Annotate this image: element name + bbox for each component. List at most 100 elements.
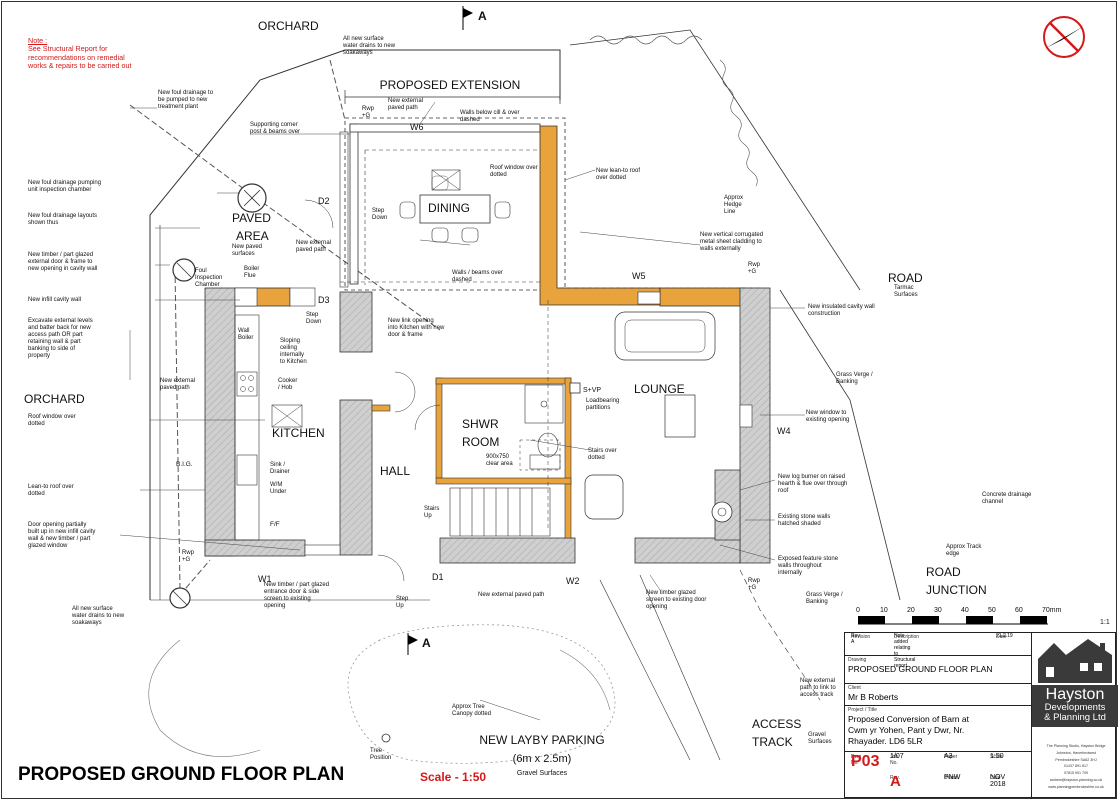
tag-d3: D3 — [318, 295, 330, 305]
tag-rwp: Rwp +G — [182, 550, 195, 563]
annotation: Door opening partially built up in new i… — [28, 522, 96, 549]
drawing-row: Drawing PROPOSED GROUND FLOOR PLAN — [845, 655, 1031, 680]
job-no: 1/07 — [890, 753, 904, 760]
annotation: All new surface water drains to new soak… — [72, 606, 125, 626]
date-value: NOV 2018 — [990, 774, 1006, 788]
hedge-line — [569, 29, 861, 291]
label-approx-tree: Approx Tree Canopy dotted — [452, 704, 492, 717]
scale-tick: 50 — [988, 607, 996, 614]
scale-bar — [858, 616, 1048, 625]
label-orchard-top: ORCHARD — [258, 19, 319, 33]
label-road: ROAD — [888, 271, 923, 285]
company-sub: Developments & Planning Ltd — [1032, 703, 1118, 727]
annotation: New link opening into Kitchen with new d… — [388, 318, 445, 338]
tag-w6: W6 — [410, 122, 424, 132]
annotation: Concrete drainage channel — [982, 492, 1032, 505]
tag-d1: D1 — [432, 572, 444, 582]
annotation: New lean-to roof over dotted — [596, 168, 641, 181]
company-logo: Hayston Developments & Planning Ltd The … — [1031, 633, 1118, 799]
annotation: All new surface water drains to new soak… — [343, 36, 396, 56]
tag-step-down: Step Down — [306, 312, 322, 325]
tag-w1: W1 — [258, 574, 272, 584]
annotation: New log burner on raised hearth & flue o… — [778, 474, 848, 494]
scale-tick: 20 — [907, 607, 915, 614]
annotation: New infill cavity wall — [28, 297, 82, 303]
annotation: New external paved path — [478, 592, 545, 598]
tag-clear-area: 900x750 clear area — [486, 454, 513, 467]
existing-stone-wall-left — [204, 287, 236, 557]
annotation: Sloping ceiling internally to Kitchen — [280, 338, 307, 365]
label-access-2: TRACK — [752, 735, 793, 749]
dwg-no: P03 — [851, 753, 880, 770]
scale-label-tb: Scale — [990, 754, 1003, 760]
label-paved-1: PAVED — [232, 211, 271, 225]
structural-note: Note : See Structural Report for recomme… — [28, 36, 174, 79]
annotation: New vertical corrugated metal sheet clad… — [700, 232, 764, 252]
annotation: Supporting corner post & beams over — [250, 122, 301, 135]
tag-wall-boiler: Wall Boiler — [238, 328, 254, 341]
tag-w2: W2 — [566, 576, 580, 586]
tag-ff: F/F — [270, 521, 280, 528]
tag-cooker: Cooker / Hob — [278, 378, 298, 391]
tag-step-down: Step Down — [372, 208, 388, 221]
tag-sink: Sink / Drainer — [270, 462, 290, 475]
tag-stairs-up: Stairs Up — [424, 506, 440, 519]
rev-description: Note added relating to Structural report — [894, 633, 916, 669]
paper-label: Paper — [944, 754, 958, 760]
annotation: New window to existing opening — [806, 410, 850, 423]
annotation: New external paved path — [160, 378, 196, 391]
annotation: New timber / part glazed external door &… — [28, 252, 98, 272]
dwg-no-label: Dwg No. — [851, 754, 862, 766]
label-road-junction-1: ROAD — [926, 565, 961, 579]
label-access-surface: Gravel Surfaces — [808, 732, 832, 745]
annotation: New external paved path — [296, 240, 332, 253]
project-row: Project / Title Proposed Conversion of B… — [845, 705, 1031, 750]
annotation: Existing stone walls hatched shaded — [778, 514, 831, 527]
drawing-title: PROPOSED GROUND FLOOR PLAN — [18, 764, 345, 785]
label-layby-surface: Gravel Surfaces — [517, 770, 568, 777]
tree-position-marker — [381, 733, 391, 743]
annotation: Roof window over dotted — [28, 414, 76, 427]
tag-step-up: Step Up — [396, 596, 409, 609]
room-lounge: LOUNGE — [634, 382, 685, 396]
annotation: New external paved path — [388, 98, 424, 111]
label-proposed-extension: PROPOSED EXTENSION — [380, 78, 521, 92]
label-paved-2: AREA — [236, 229, 269, 243]
annotation: New timber / part glazed entrance door &… — [264, 582, 330, 609]
tag-rwp: Rwp +G — [748, 578, 761, 591]
annotation: Loadbearing partitions — [586, 398, 620, 411]
note-line: works & repairs to be carried out — [28, 61, 132, 71]
room-hall: HALL — [380, 464, 410, 478]
scale-tick: 40 — [961, 607, 969, 614]
company-name: Hayston — [1032, 685, 1118, 703]
annotation: New timber glazed screen to existing doo… — [646, 590, 707, 610]
label-layby-1: NEW LAYBY PARKING — [479, 733, 604, 747]
drawing-name: PROPOSED GROUND FLOOR PLAN — [848, 664, 993, 674]
note-line: See Structural Report for — [28, 44, 108, 54]
scale-tick: 60 — [1015, 607, 1023, 614]
annotation: Grass Verge / Banking — [836, 372, 873, 385]
tag-boiler-flue: Boiler Flue — [244, 266, 260, 279]
label-tree-position: Tree Position — [370, 748, 392, 761]
annotation: New external path to link to access trac… — [800, 678, 836, 698]
rev-description-label: Description — [894, 634, 920, 640]
house-logo-icon — [1038, 639, 1112, 683]
company-address: The Planning Studio, Hayston Bridge John… — [1046, 744, 1106, 789]
room-shwr-1: SHWR — [462, 417, 499, 431]
drawn-label: Drawn — [944, 775, 959, 781]
tag-rwp: Rwp +G — [362, 106, 375, 119]
note-heading: Note : — [28, 36, 48, 45]
drawn-by: PNW — [944, 774, 961, 781]
room-dining: DINING — [428, 201, 470, 215]
drawing-label: Drawing — [848, 657, 867, 663]
job-no-label: Job No. — [890, 754, 899, 766]
tag-w5: W5 — [632, 271, 646, 281]
label-orchard-left: ORCHARD — [24, 392, 85, 406]
project-line: Cwm yr Yohen, Pant y Dwr, Nr. — [848, 725, 965, 735]
rev-label-2: Rev. — [890, 775, 900, 781]
project-line: Proposed Conversion of Barn at — [848, 714, 969, 724]
